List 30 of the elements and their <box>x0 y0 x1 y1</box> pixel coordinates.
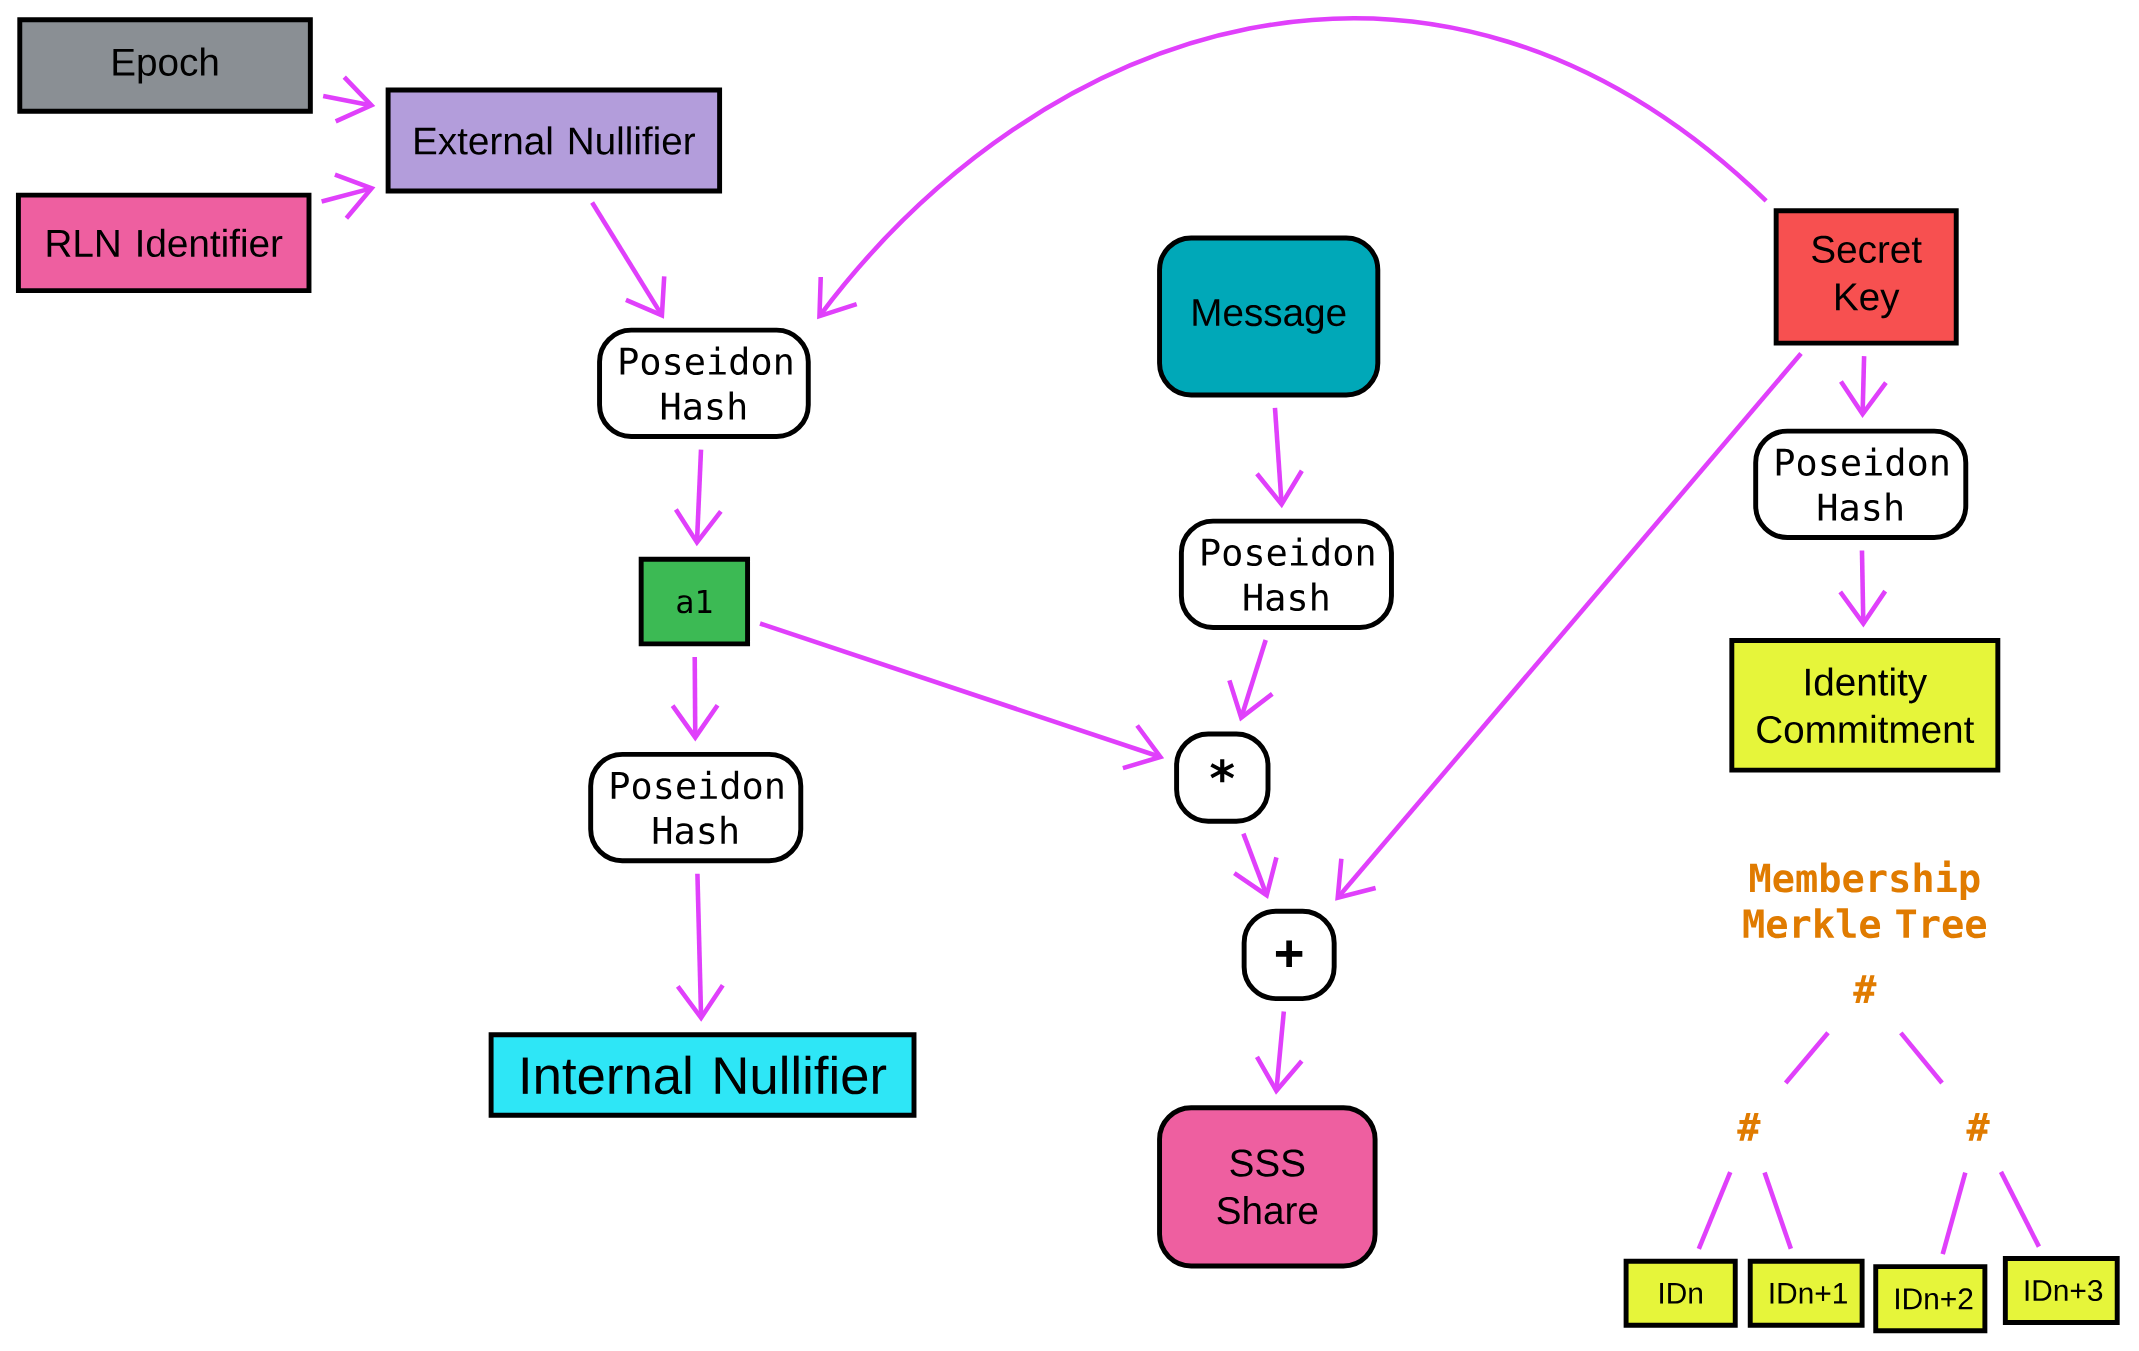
input-box: RLN Identifier <box>15 192 312 294</box>
output-box: Internal Nullifier <box>488 1032 917 1118</box>
hash-box: Poseidon Hash <box>597 327 811 440</box>
arrow <box>673 449 723 547</box>
leaf-box: IDn+3 <box>2002 1256 2120 1326</box>
leaf-box: IDn <box>1623 1258 1738 1328</box>
input-box: Message <box>1157 235 1381 398</box>
tree-hash-label: # <box>1737 1113 1761 1141</box>
tree-hash-label: # <box>1853 975 1877 1004</box>
input-box: Secret Key <box>1773 208 1959 346</box>
arrow <box>590 201 667 319</box>
arrow <box>817 16 1768 320</box>
arrow <box>759 621 1165 771</box>
tree-title: Membership Merkle Tree <box>1743 860 1986 939</box>
input-box: External Nullifier <box>385 87 723 194</box>
input-box: Epoch <box>17 17 313 114</box>
tree-hash-label: # <box>1966 1113 1990 1141</box>
arrow <box>675 874 725 1022</box>
arrow <box>1335 352 1803 902</box>
hash-box: Poseidon Hash <box>1753 428 1969 541</box>
leaf-box: IDn+2 <box>1873 1264 1988 1334</box>
arrow <box>1255 408 1304 509</box>
output-box: Identity Commitment <box>1729 638 2001 773</box>
operator-box: + <box>1241 909 1337 1002</box>
hash-box: Poseidon Hash <box>588 752 804 864</box>
hash-box: Poseidon Hash <box>1178 518 1394 631</box>
output-box: SSS Share <box>1157 1105 1378 1269</box>
operator-box: * <box>1174 731 1271 824</box>
leaf-box: IDn+1 <box>1747 1258 1865 1328</box>
value-box: a1 <box>638 557 751 647</box>
